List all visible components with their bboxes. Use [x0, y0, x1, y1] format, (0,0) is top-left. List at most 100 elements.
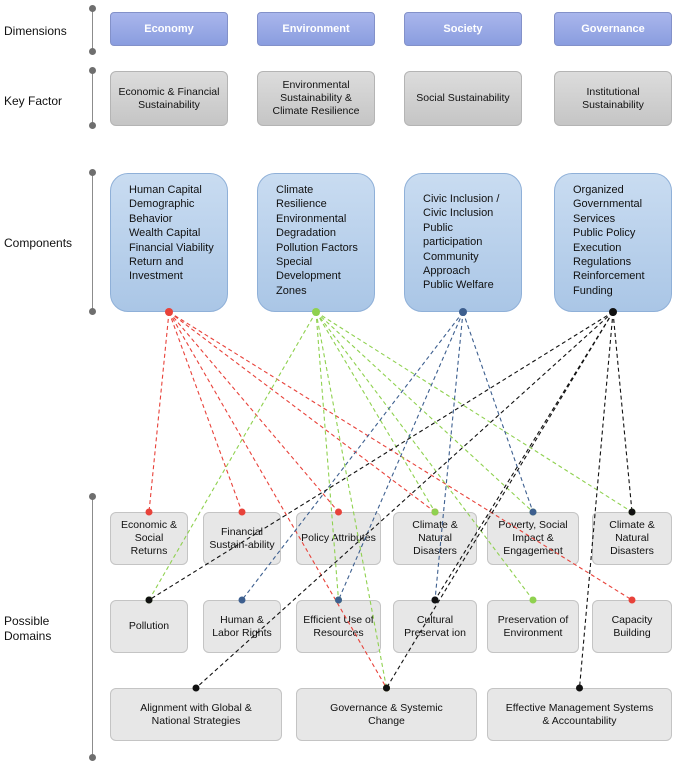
link-environment-r1-3 [315, 311, 436, 513]
domain-effective-management: Effective Management Systems & Accountab… [487, 688, 672, 741]
source-dot-governance [609, 308, 617, 316]
bracket-dot [89, 308, 96, 315]
dimension-society: Society [404, 12, 522, 46]
target-dot-economy-r2-5 [628, 596, 636, 604]
domain-cultural-preservation: Cultural Preservat ion [393, 600, 477, 653]
link-governance-r2-3 [434, 311, 614, 601]
source-dot-economy [165, 308, 173, 316]
target-dot-governance-r2-0 [145, 596, 153, 604]
key-factor-society: Social Sustainability [404, 71, 522, 126]
domain-financial-sustainability: Financial Sustain-ability [203, 512, 281, 565]
component-item: Wealth Capital [129, 227, 201, 240]
target-dot-society-r2-2 [335, 596, 342, 604]
domain-alignment-strategies: Alignment with Global & National Strateg… [110, 688, 282, 741]
component-item: Environmental Degradation [276, 212, 347, 240]
key-factor-governance: Institutional Sustainability [554, 71, 672, 126]
component-item: Pollution Factors [276, 241, 358, 254]
link-society-r1-4 [462, 311, 534, 513]
target-dot-economy-r1-2 [335, 508, 342, 516]
component-item: Civic Inclusion / Civic Inclusion [423, 193, 500, 220]
target-dot-environment-r1-3 [431, 508, 439, 516]
link-environment-r2-2 [315, 311, 340, 601]
link-governance-r1-5 [612, 311, 633, 513]
link-environment-r2-4 [315, 311, 534, 601]
component-item: Human Capital [129, 184, 202, 196]
link-economy-r3-1 [168, 311, 387, 689]
link-governance-r3-1 [386, 311, 614, 689]
row-label-dimensions: Dimensions [4, 24, 67, 38]
target-dot-governance-r3-2 [576, 684, 583, 692]
row-label-key-factor: Key Factor [4, 94, 63, 108]
component-item: Organized Governmental Services [573, 184, 643, 225]
bracket-components [92, 172, 93, 312]
row-label-components: Components [4, 236, 73, 250]
domain-climate-natural-disasters-2: Climate & Natural Disasters [592, 512, 672, 565]
link-society-r2-3 [434, 311, 464, 601]
source-dot-society [459, 308, 467, 316]
bracket-dot [89, 169, 96, 176]
target-dot-society-r1-4 [529, 508, 537, 516]
target-dot-economy-r1-0 [145, 508, 153, 516]
component-item: Climate Resilience [276, 184, 327, 211]
target-dot-economy-r1-1 [238, 508, 246, 516]
component-item: Regulations Reinforcement [573, 256, 645, 283]
component-item: Public participation [423, 221, 483, 249]
domain-capacity-building: Capacity Building [592, 600, 672, 653]
link-governance-r2-0 [148, 311, 614, 601]
bracket-dot [89, 122, 96, 129]
link-economy-r1-0 [148, 311, 170, 513]
link-governance-r3-2 [578, 311, 614, 689]
component-item: Special Development Zones [276, 256, 341, 297]
target-dot-governance-r3-1 [383, 684, 390, 692]
link-economy-r1-2 [168, 311, 339, 513]
link-society-r2-2 [337, 311, 464, 601]
bracket-dot [89, 67, 96, 74]
domain-human-labor-rights: Human & Labor Rights [203, 600, 281, 653]
domain-preservation-of-environment: Preservation of Environment [487, 600, 579, 653]
bracket-dot [89, 5, 96, 12]
row-label-possible-domains: Possible Domains [4, 614, 52, 643]
bracket-dot [89, 48, 96, 55]
target-dot-environment-r2-4 [529, 596, 537, 604]
domain-efficient-use-of-resources: Efficient Use of Resources [296, 600, 381, 653]
target-dot-governance-r2-3 [431, 596, 439, 604]
link-environment-r2-0 [148, 311, 317, 601]
bracket-dot [89, 754, 96, 761]
link-environment-r1-4 [315, 311, 534, 513]
domain-climate-natural-disasters: Climate & Natural Disasters [393, 512, 477, 565]
link-economy-r1-1 [168, 311, 243, 513]
bracket-dot [89, 493, 96, 500]
component-item: Public Welfare [423, 279, 494, 292]
component-item: Community Approach [423, 250, 479, 278]
link-society-r2-1 [241, 311, 464, 601]
key-factor-economy: Economic & Financial Sustainability [110, 71, 228, 126]
bracket-key-factor [92, 70, 93, 126]
bracket-possible-domains [92, 496, 93, 758]
component-item: Financial Viability [129, 241, 214, 254]
dimension-economy: Economy [110, 12, 228, 46]
dimension-environment: Environment [257, 12, 375, 46]
target-dot-society-r2-1 [238, 596, 246, 604]
domain-governance-systemic-change: Governance & Systemic Change [296, 688, 477, 741]
component-item: Funding [573, 284, 613, 297]
source-dot-environment [312, 308, 320, 316]
link-environment-r3-1 [315, 311, 388, 689]
link-economy-r1-3 [168, 311, 436, 513]
target-dot-governance-r3-0 [192, 684, 200, 692]
key-factor-environment: Environmental Sustainability & Climate R… [257, 71, 375, 126]
component-item: Return and Investment [129, 256, 184, 283]
domain-pollution: Pollution [110, 600, 188, 653]
component-item: Demographic Behavior [129, 198, 195, 225]
component-item: Public Policy Execution [573, 227, 636, 254]
dimension-governance: Governance [554, 12, 672, 46]
target-dot-governance-r1-5 [628, 508, 636, 516]
bracket-dimensions [92, 8, 93, 52]
